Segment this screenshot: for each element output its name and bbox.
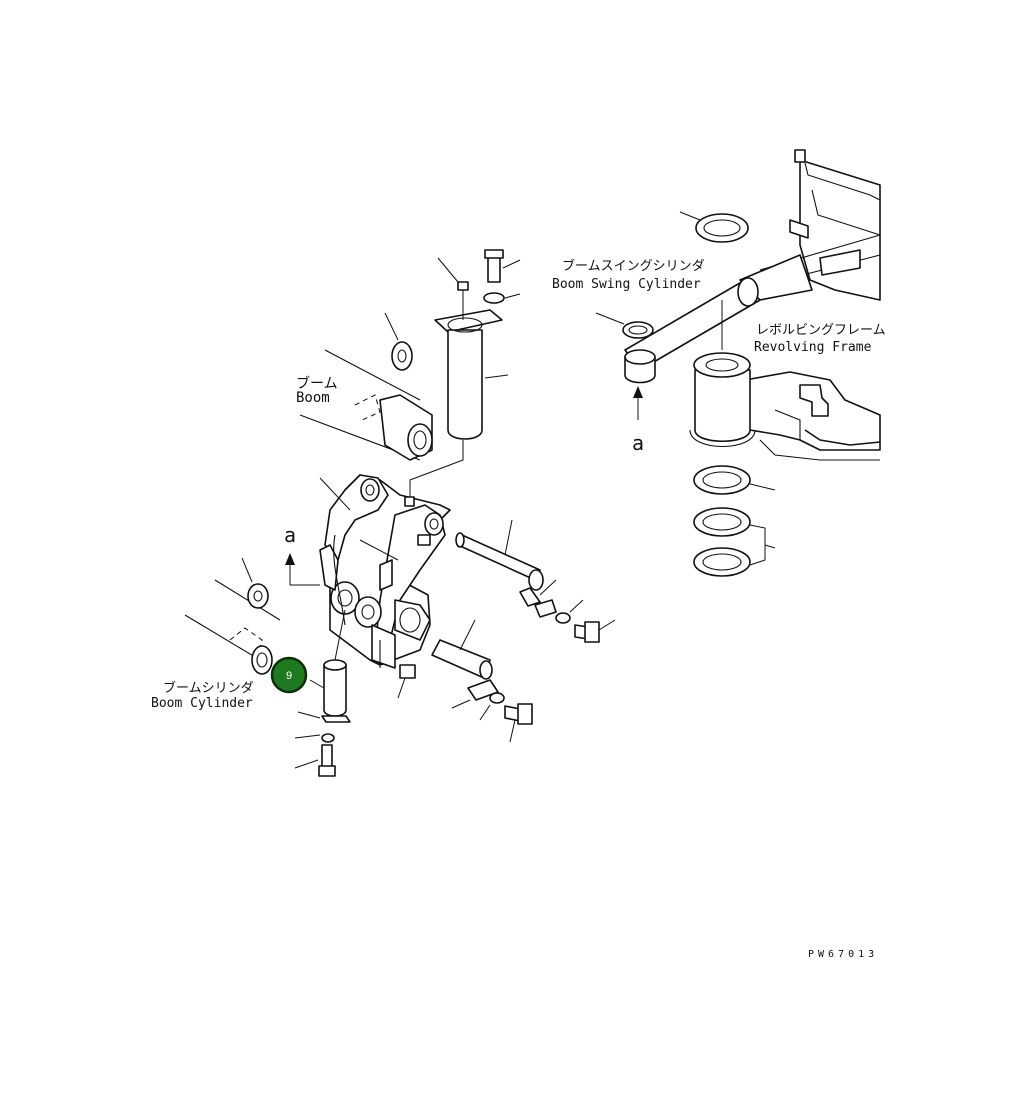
callout-circle[interactable] [270,656,308,694]
revolving-frame-label-jp: レボルビングフレーム [756,323,886,338]
boom [299,312,433,461]
callout-number: 9 [286,670,292,682]
boom-swing-cylinder-label-en: Boom Swing Cylinder [552,277,701,292]
shim-stack-right [595,211,776,577]
view-arrow-left-label: a [284,523,296,547]
boom-cylinder [184,553,351,777]
drawing-number: PW67013 [808,949,878,960]
view-arrow-right [633,386,643,420]
boom-label-en: Boom [296,390,330,406]
bracket-pin-lower [397,619,533,743]
bracket-pin-top [409,249,521,500]
boom-label-jp: ブーム [296,375,338,392]
view-arrow-right-label: a [632,431,644,455]
boom-swing-cylinder-label-jp: ブームスイングシリンダ [562,258,705,274]
callout-9[interactable]: 9 [270,656,308,694]
bracket-pin-right [455,519,616,643]
swing-bracket [319,474,451,669]
boom-cylinder-label-jp: ブームシリンダ [163,680,254,696]
revolving-frame [689,149,881,461]
revolving-frame-label-en: Revolving Frame [754,340,872,355]
boom-swing-cylinder [624,254,813,384]
boom-cylinder-label-en: Boom Cylinder [151,696,253,711]
